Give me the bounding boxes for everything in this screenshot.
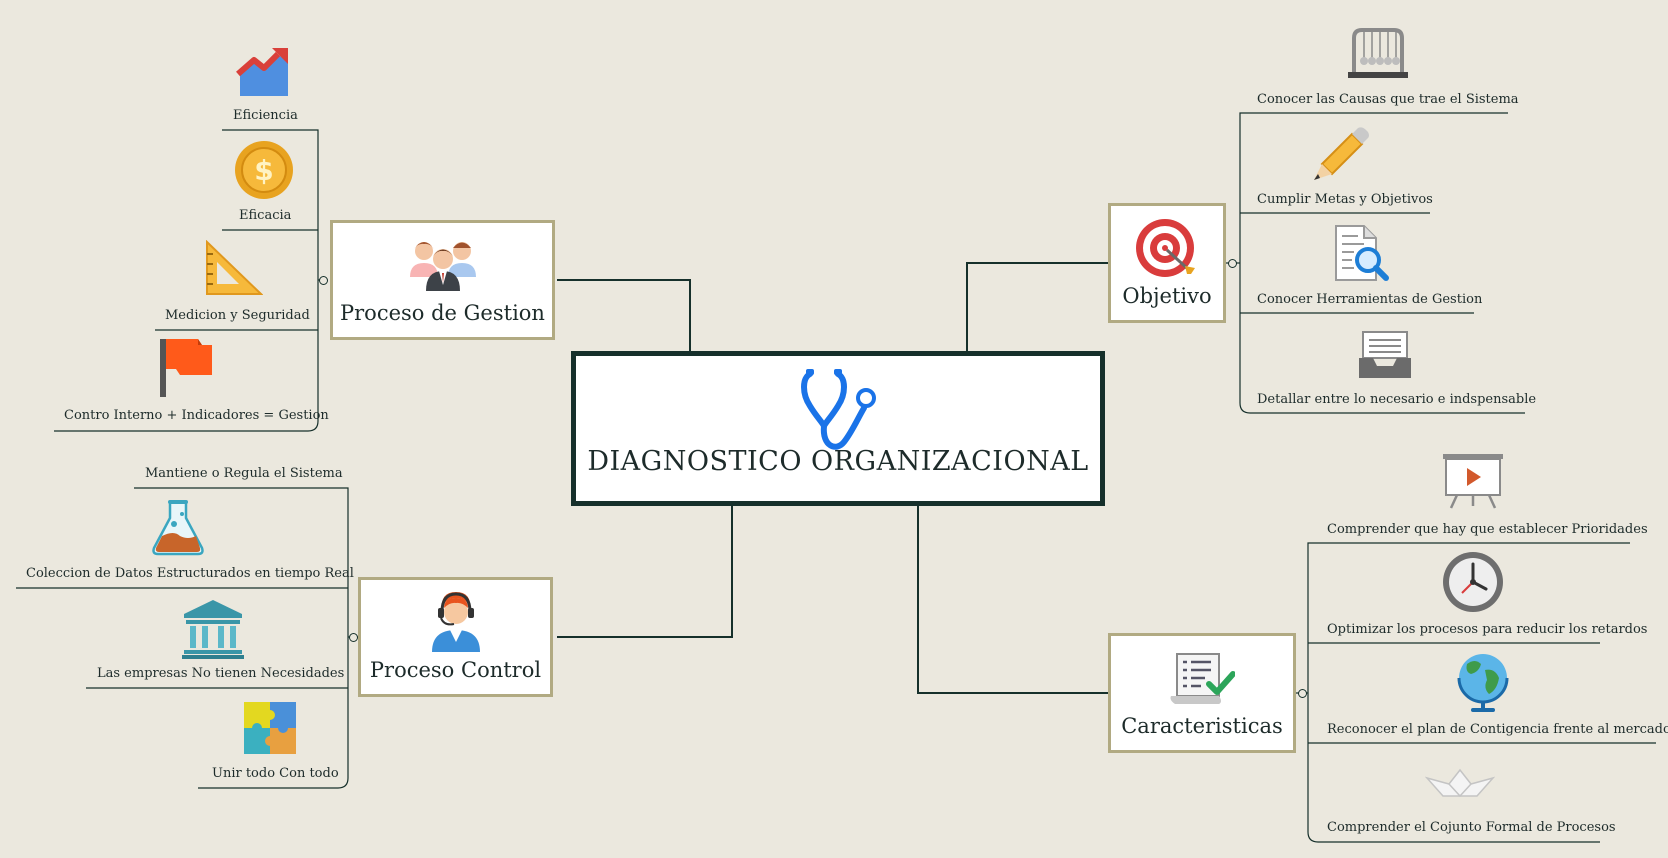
checklist-scroll-icon (1170, 653, 1235, 704)
collapse-toggle-objetivo[interactable] (1228, 259, 1237, 268)
central-topic[interactable]: DIAGNOSTICO ORGANIZACIONAL (571, 351, 1105, 506)
stethoscope-icon (801, 369, 876, 450)
branch-caracteristicas[interactable]: Caracteristicas (1108, 633, 1296, 753)
team-icon (409, 242, 476, 291)
presentation-board-icon (1443, 454, 1503, 509)
branch-objetivo[interactable]: Objetivo (1108, 203, 1226, 323)
dollar-coin-icon: $ (235, 141, 293, 199)
leaf-mantiene-regula[interactable]: Mantiene o Regula el Sistema (145, 466, 343, 481)
headset-operator-icon (431, 592, 480, 652)
newtons-cradle-icon (1348, 28, 1408, 78)
leaf-establecer-prioridades[interactable]: Comprender que hay que establecer Priori… (1327, 522, 1648, 537)
branch-title: Caracteristicas (1121, 714, 1283, 738)
collapse-toggle-control[interactable] (349, 633, 358, 642)
set-square-icon (206, 240, 263, 295)
branch-title: Objetivo (1122, 284, 1212, 308)
central-title: DIAGNOSTICO ORGANIZACIONAL (587, 446, 1089, 477)
leaf-unir-todo[interactable]: Unir todo Con todo (212, 766, 339, 781)
flag-icon (160, 339, 212, 397)
document-search-icon (1335, 225, 1389, 281)
branch-proceso-de-gestion[interactable]: Proceso de Gestion (330, 220, 555, 340)
collapse-toggle-gestion[interactable] (319, 276, 328, 285)
leaf-detallar-necesario[interactable]: Detallar entre lo necesario e indspensab… (1257, 392, 1537, 407)
leaf-cojunto-formal[interactable]: Comprender el Cojunto Formal de Procesos (1327, 820, 1616, 835)
leaf-empresas-necesidades[interactable]: Las empresas No tienen Necesidades (97, 666, 345, 681)
leaf-optimizar-procesos[interactable]: Optimizar los procesos para reducir los … (1327, 622, 1648, 637)
bank-icon (182, 600, 244, 659)
target-icon (1136, 219, 1195, 277)
leaf-control-interno[interactable]: Contro Interno + Indicadores = Gestion (64, 408, 329, 423)
leaf-conocer-herramientas[interactable]: Conocer Herramientas de Gestion (1257, 292, 1483, 307)
svg-text:$: $ (254, 154, 273, 187)
leaf-plan-contigencia[interactable]: Reconocer el plan de Contigencia frente … (1327, 722, 1668, 737)
flask-icon (152, 500, 204, 556)
paper-boat-icon (1425, 768, 1495, 798)
leaf-conocer-causas[interactable]: Conocer las Causas que trae el Sistema (1257, 92, 1519, 107)
branch-title: Proceso Control (369, 658, 542, 682)
branch-title: Proceso de Gestion (340, 301, 545, 325)
leaf-eficacia[interactable]: Eficacia (239, 208, 292, 223)
globe-icon (1457, 654, 1509, 712)
puzzle-icon (244, 702, 296, 754)
growth-chart-icon (236, 48, 288, 96)
leaf-cumplir-metas[interactable]: Cumplir Metas y Objetivos (1257, 192, 1433, 207)
branch-proceso-control[interactable]: Proceso Control (358, 577, 553, 697)
pencil-icon (1314, 127, 1369, 180)
clock-icon (1443, 552, 1503, 612)
inbox-tray-icon (1359, 331, 1411, 378)
leaf-eficiencia[interactable]: Eficiencia (233, 108, 298, 123)
leaf-medicion-y-seguridad[interactable]: Medicion y Seguridad (165, 308, 310, 323)
collapse-toggle-caracteristicas[interactable] (1298, 689, 1307, 698)
leaf-coleccion-datos[interactable]: Coleccion de Datos Estructurados en tiem… (26, 566, 354, 581)
